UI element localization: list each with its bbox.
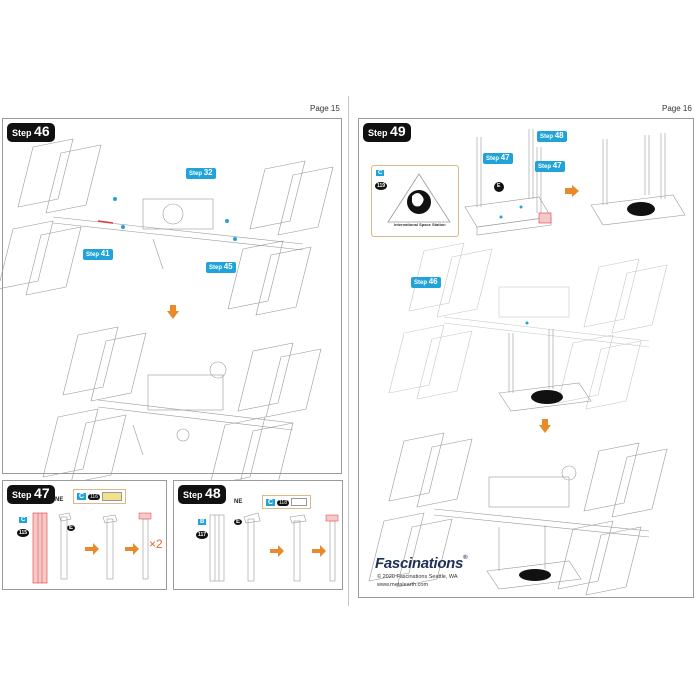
- part-callout: C 116: [73, 489, 126, 504]
- step-ref-41: Step 41: [83, 249, 113, 260]
- step-word: Step: [12, 128, 32, 138]
- post-assembly-drawings: [58, 512, 152, 580]
- page-number: Page 15: [310, 104, 340, 113]
- step-48-badge: Step 48: [178, 485, 226, 504]
- page-number: Page 16: [662, 104, 692, 113]
- iss-drawing-after: [42, 326, 322, 492]
- step-ref-46: Step 46: [411, 277, 441, 288]
- post-part-red: [32, 512, 48, 584]
- stand-part-inset: C 119 International Space Station: [371, 165, 459, 237]
- step-46-panel: Step 46: [0, 118, 342, 492]
- step-48-panel: Step 48 B 117 NE E C 118: [173, 480, 343, 590]
- copyright-text: © 2020 Fascinations Seattle, WA: [377, 574, 458, 580]
- website-url: www.metalearth.com: [377, 582, 429, 588]
- part-callout: C 118: [262, 495, 311, 509]
- left-page: Page 15 Step 46: [0, 96, 346, 606]
- right-page: Page 16 Step 49 C 119 International Spac…: [352, 96, 698, 606]
- e-label: E: [497, 183, 501, 189]
- ne-label: NE: [55, 497, 64, 503]
- step-ref-32: Step 32: [186, 168, 216, 179]
- part-letter: C: [19, 517, 28, 523]
- triangle-stand-icon: [387, 173, 451, 223]
- step-49-panel: Step 49 C 119 International Space Statio…: [358, 118, 694, 598]
- step-ref-45: Step 45: [206, 262, 236, 273]
- part-number: 117: [196, 531, 209, 539]
- part-number: 119: [375, 182, 388, 190]
- step-47-badge: Step 47: [7, 485, 55, 504]
- ne-label: NE: [234, 499, 243, 505]
- iss-over-stand-drawing: [388, 242, 668, 412]
- iss-drawing-before: [0, 138, 334, 316]
- final-iss-on-stand-drawing: [368, 432, 668, 596]
- step-46-badge: Step 46: [7, 123, 55, 142]
- step-49-badge: Step 49: [363, 123, 411, 142]
- post-part: [209, 514, 225, 582]
- e-label: E: [234, 519, 243, 525]
- step-ref-47-b: Step 47: [535, 161, 565, 172]
- part-number: 115: [17, 529, 30, 537]
- part-letter: C: [376, 170, 385, 176]
- brand-logo: Fascinations®: [375, 555, 468, 572]
- step-number: 46: [34, 123, 50, 139]
- right-arrow-icon: [565, 185, 579, 197]
- step-ref-48: Step 48: [537, 131, 567, 142]
- down-arrow-icon: [167, 305, 179, 319]
- completed-stand-drawing: [590, 133, 686, 226]
- down-arrow-icon: [539, 419, 551, 433]
- part-letter: B: [198, 519, 207, 525]
- page-divider: [348, 96, 349, 606]
- stand-label: International Space Station: [394, 222, 446, 227]
- step-ref-47-a: Step 47: [483, 153, 513, 164]
- post-assembly-drawings: [243, 512, 339, 582]
- e-label: E: [67, 525, 76, 531]
- step-47-panel: Step 47 C 115 NE E C 116 ×2: [2, 480, 167, 590]
- times-two: ×2: [149, 537, 163, 551]
- posts-on-base-drawing: [464, 129, 552, 236]
